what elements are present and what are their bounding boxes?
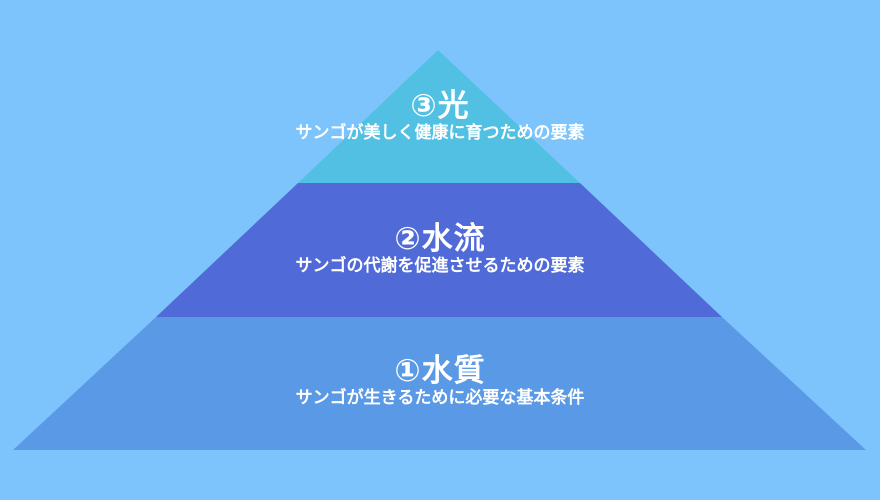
pyramid-tier-bottom (13, 317, 866, 450)
pyramid-tier-top (298, 50, 580, 183)
pyramid-tier-middle (156, 183, 722, 317)
